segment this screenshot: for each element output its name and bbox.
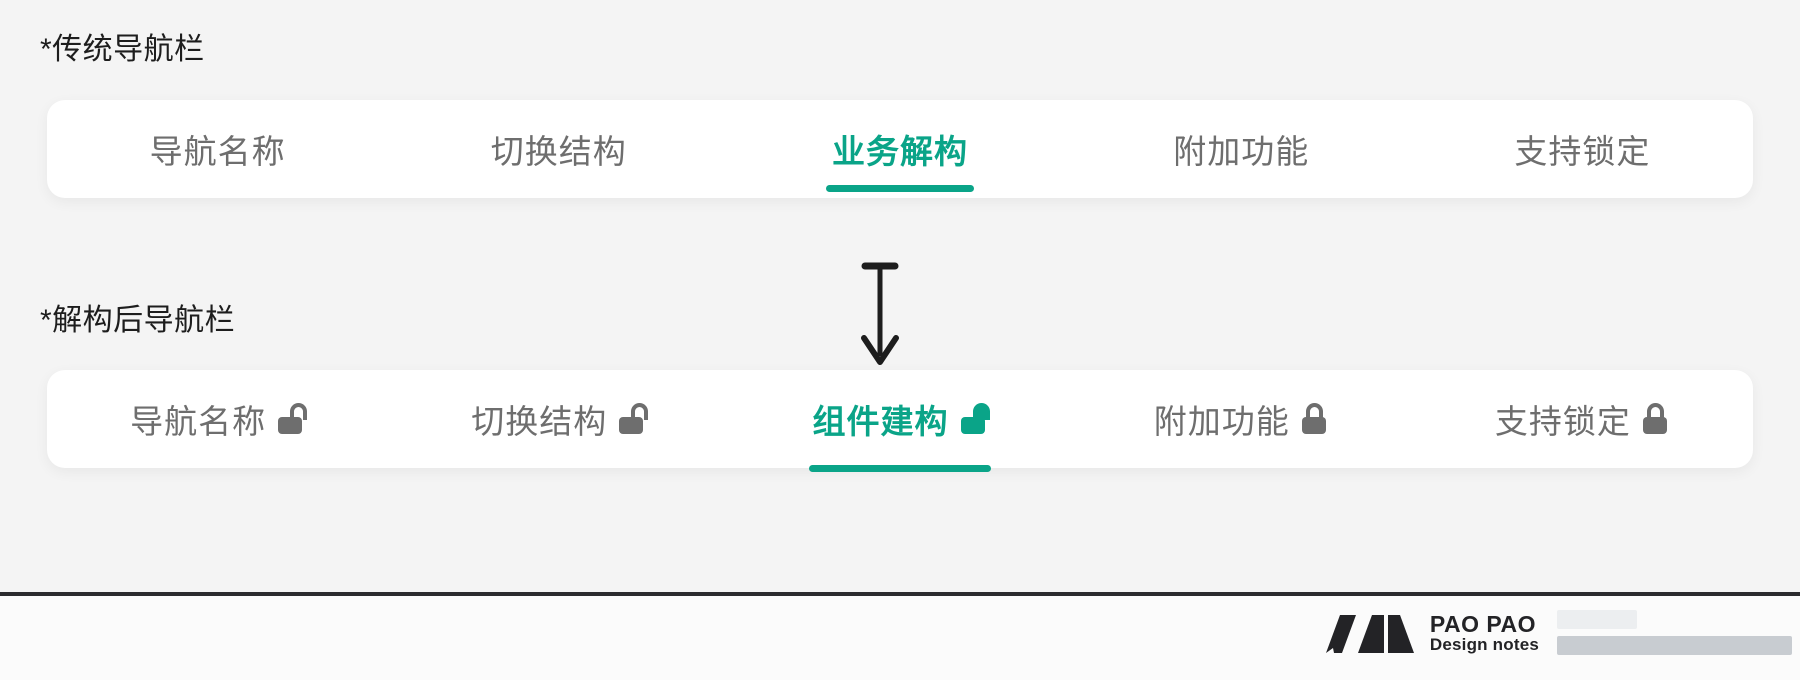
nav-after-item-4[interactable]: 支持锁定 <box>1412 370 1753 468</box>
unlock-icon <box>619 403 649 434</box>
unlock-icon <box>960 403 990 434</box>
nav-before-item-3[interactable]: 附加功能 <box>1071 100 1412 198</box>
nav-after-item-label: 切换结构 <box>471 403 608 440</box>
brand-placeholder-bar-large <box>1557 636 1792 655</box>
unlock-icon <box>278 403 308 434</box>
nav-after-active-underline <box>809 465 991 472</box>
nav-before-item-label: 附加功能 <box>1173 133 1310 170</box>
nav-card-after: 导航名称 切换结构 组件建构 附加功能 支持锁定 <box>47 370 1753 472</box>
nav-after-item-3[interactable]: 附加功能 <box>1071 370 1412 468</box>
nav-after-item-label: 导航名称 <box>130 403 267 440</box>
nav-before-item-0[interactable]: 导航名称 <box>47 100 388 198</box>
nav-bar-before: 导航名称 切换结构 业务解构 附加功能 支持锁定 <box>47 100 1753 198</box>
nav-before-item-4[interactable]: 支持锁定 <box>1412 100 1753 198</box>
nav-after-item-0[interactable]: 导航名称 <box>47 370 388 468</box>
brand-placeholder-bars <box>1557 610 1792 655</box>
paopao-logo-icon <box>1325 614 1414 653</box>
lock-icon <box>1301 403 1329 434</box>
nav-after-item-label: 组件建构 <box>812 403 949 440</box>
brand-placeholder-bar-small <box>1557 610 1637 629</box>
nav-before-item-2[interactable]: 业务解构 <box>729 100 1070 198</box>
brand-name: PAO PAO <box>1429 610 1537 637</box>
section-caption-after: *解构后导航栏 <box>40 304 236 337</box>
nav-after-item-label: 支持锁定 <box>1494 403 1631 440</box>
nav-before-item-label: 业务解构 <box>832 133 968 170</box>
nav-after-item-1[interactable]: 切换结构 <box>388 370 729 468</box>
nav-before-item-1[interactable]: 切换结构 <box>388 100 729 198</box>
section-caption-before: *传统导航栏 <box>40 33 205 66</box>
brand-lockup: PAO PAO Design notes <box>1312 610 1792 655</box>
lock-icon <box>1642 403 1670 434</box>
nav-after-item-label: 附加功能 <box>1153 403 1290 440</box>
nav-before-item-label: 切换结构 <box>490 133 627 170</box>
footer: PAO PAO Design notes <box>0 596 1800 680</box>
footer-divider <box>0 592 1800 596</box>
nav-before-item-label: 导航名称 <box>149 133 286 170</box>
nav-before-item-label: 支持锁定 <box>1514 133 1651 170</box>
down-arrow-icon <box>861 262 899 365</box>
nav-bar-after: 导航名称 切换结构 组件建构 附加功能 支持锁定 <box>47 370 1753 472</box>
nav-before-active-underline <box>826 185 974 192</box>
brand-tagline: Design notes <box>1429 634 1539 654</box>
nav-card-before: 导航名称 切换结构 业务解构 附加功能 支持锁定 <box>47 100 1753 198</box>
nav-after-item-2[interactable]: 组件建构 <box>729 370 1070 472</box>
brand-text: PAO PAO Design notes <box>1429 610 1539 654</box>
